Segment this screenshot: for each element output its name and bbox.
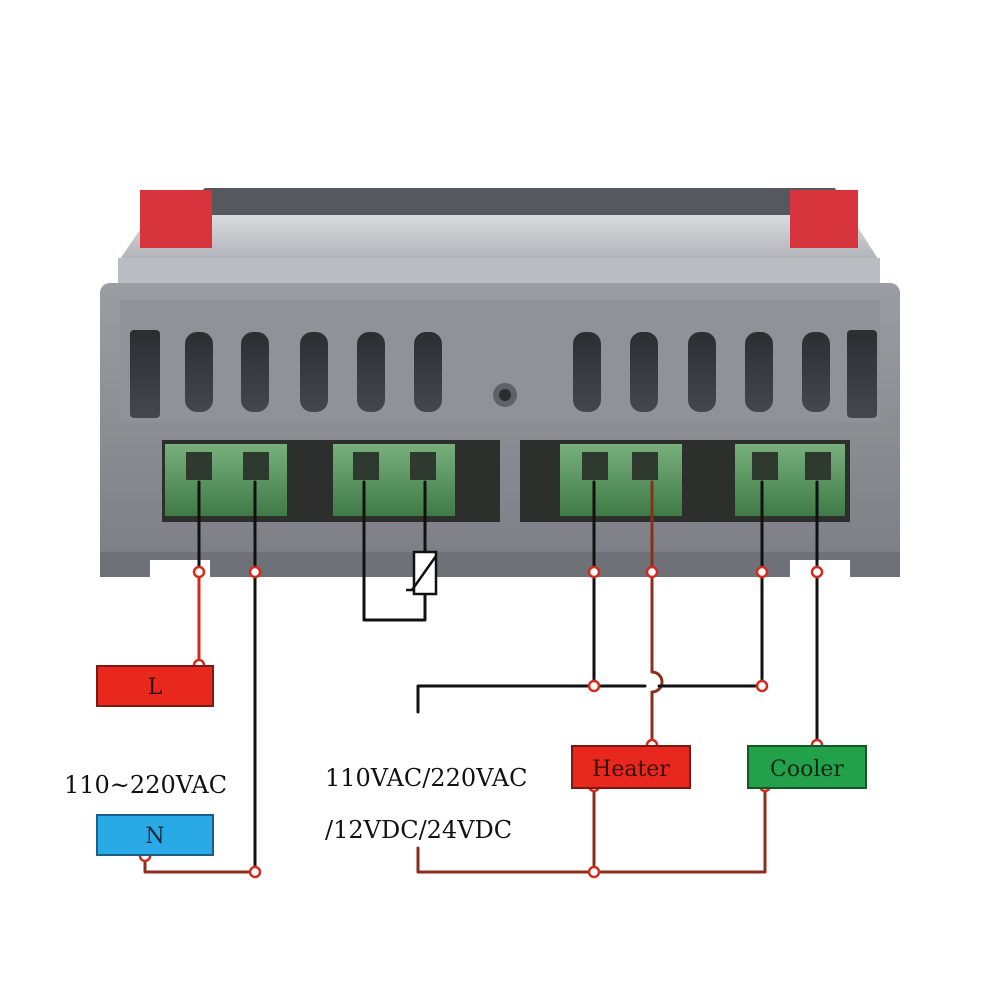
load-voltage-line2: /12VDC/24VDC [325, 816, 512, 844]
wiring [143, 480, 819, 874]
heater-label-box: Heater [571, 745, 691, 789]
live-label: L [148, 675, 163, 700]
ntc-thermistor-icon [406, 550, 438, 596]
supply-voltage-label: 110~220VAC [64, 771, 227, 799]
right-mounting-clip [790, 190, 858, 248]
vent-slots [130, 330, 877, 418]
terminal-block-left [162, 440, 500, 522]
load-voltage-line1: 110VAC/220VAC [325, 764, 528, 792]
live-label-box: L [96, 665, 214, 707]
wire-load-supply-top [416, 684, 647, 714]
cooler-label-box: Cooler [747, 745, 867, 789]
neutral-label-box: N [96, 814, 214, 856]
controller-housing [100, 188, 900, 582]
wire-heater-load [650, 480, 664, 747]
cooler-label: Cooler [770, 757, 844, 782]
left-mounting-clip [140, 190, 212, 248]
terminal-block-right [520, 440, 850, 522]
heater-label: Heater [592, 757, 670, 782]
wire-neutral [143, 853, 257, 874]
neutral-label: N [145, 824, 164, 849]
